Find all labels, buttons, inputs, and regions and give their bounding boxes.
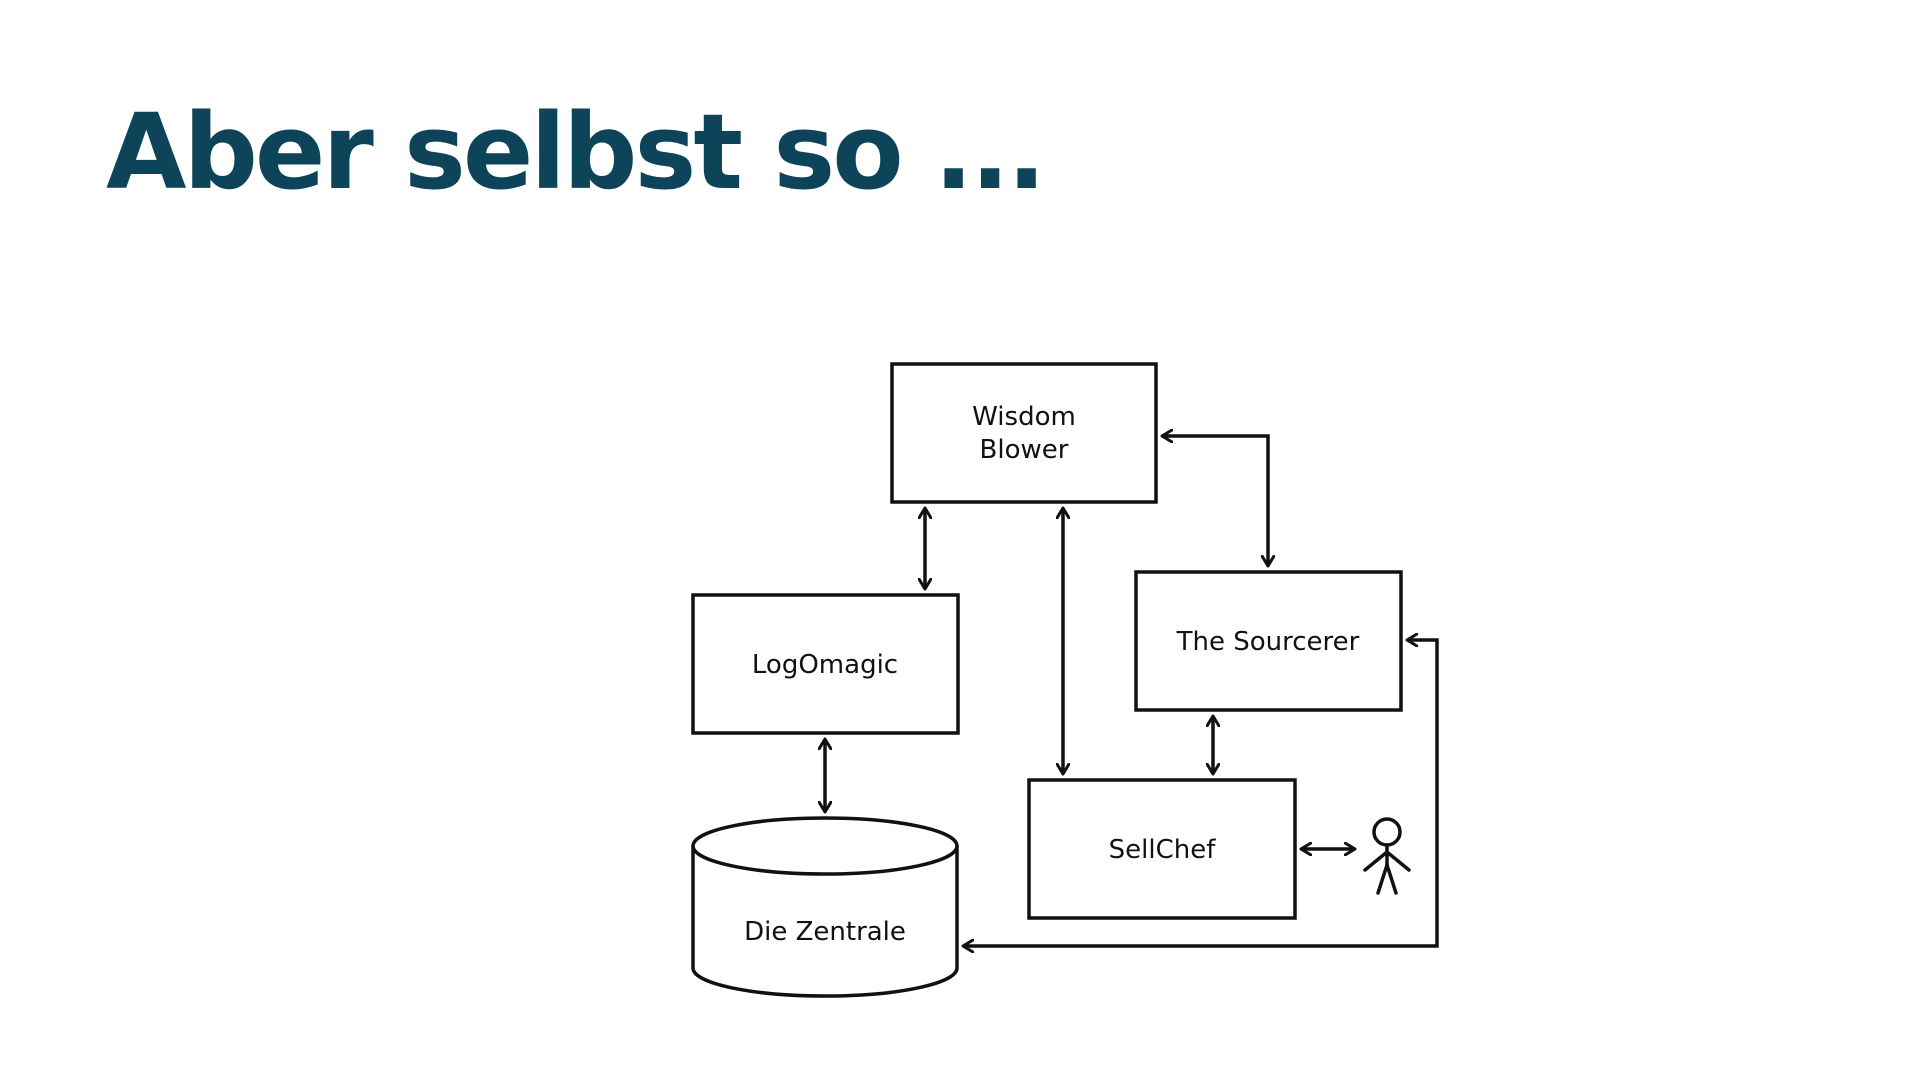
node-the-sourcerer: The Sourcerer — [1134, 570, 1403, 712]
edge-wisdom-blower-the-sourcerer — [1162, 436, 1268, 566]
node-sellchef: SellChef — [1027, 778, 1297, 920]
node-wisdom-blower-label-line1: Wisdom — [972, 402, 1076, 432]
node-wisdom-blower-label-line2: Blower — [980, 435, 1069, 465]
user-icon — [1363, 817, 1411, 895]
node-wisdom-blower: Wisdom Blower — [890, 362, 1158, 504]
node-die-zentrale-label: Die Zentrale — [744, 917, 906, 947]
node-logomagic: LogOmagic — [691, 593, 960, 735]
node-logomagic-label: LogOmagic — [752, 650, 898, 680]
slide-title: Aber selbst so ... — [106, 91, 1046, 213]
node-the-sourcerer-label: The Sourcerer — [1176, 627, 1360, 657]
node-sellchef-label: SellChef — [1109, 835, 1217, 865]
edge-the-sourcerer-die-zentrale — [963, 640, 1439, 946]
node-die-zentrale: Die Zentrale — [691, 816, 959, 998]
